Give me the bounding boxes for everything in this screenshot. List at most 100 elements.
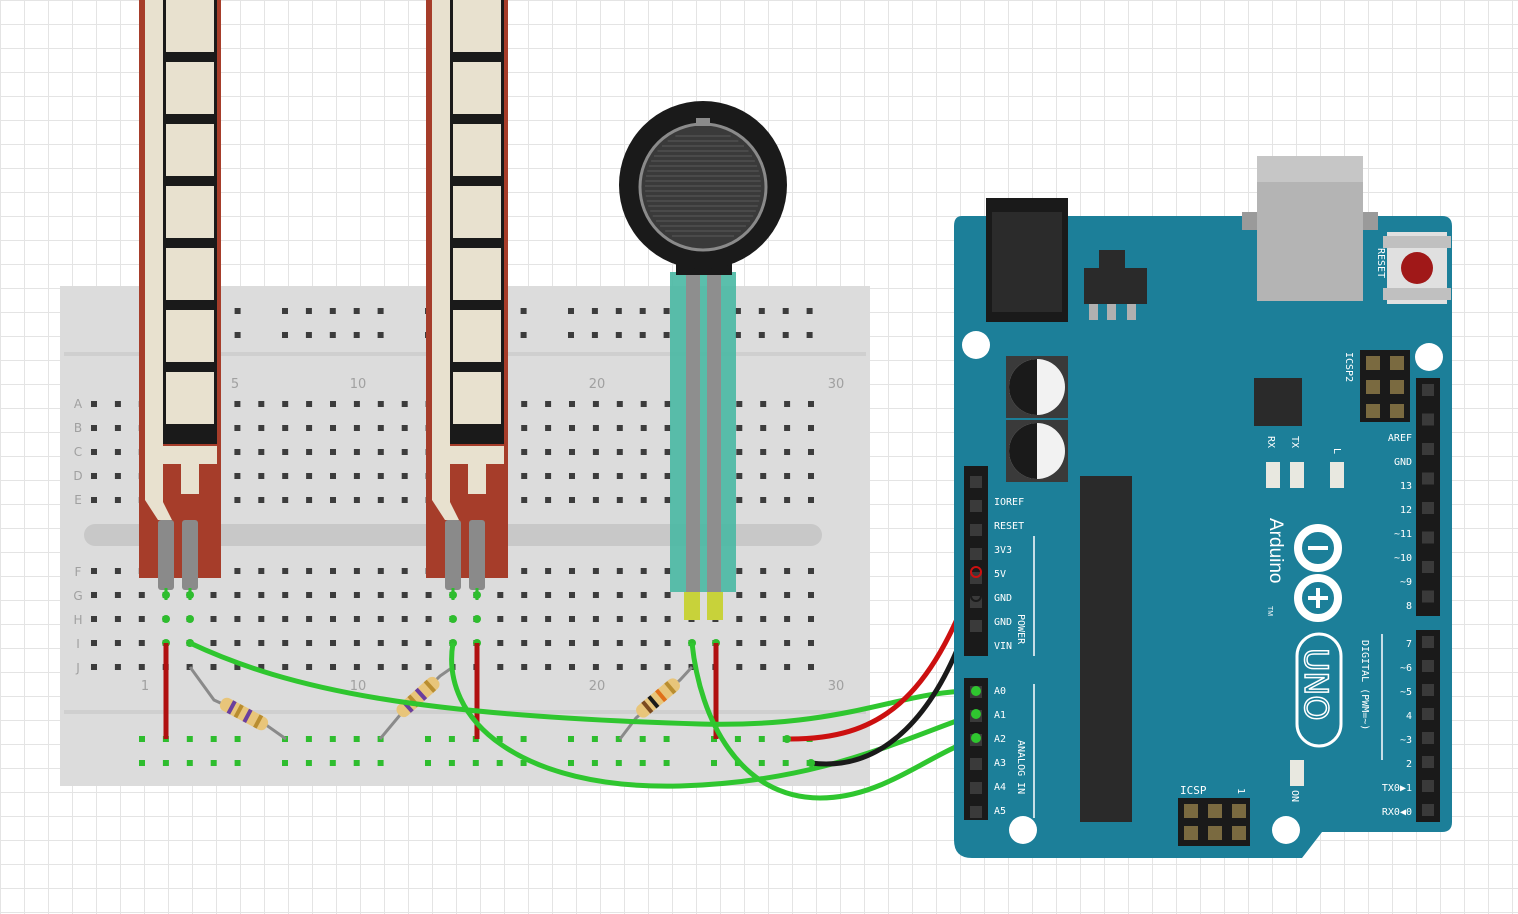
header-pin[interactable] [1422,636,1434,648]
breadboard-hole [91,664,97,670]
breadboard-hole [592,664,599,670]
breadboard-hole [616,616,623,622]
flex-sensor-2[interactable] [426,0,508,600]
rail-hole [734,308,741,314]
breadboard-hole [592,401,599,407]
breadboard-hole [569,640,575,646]
rail-hole [377,332,384,338]
breadboard-hole [330,640,336,646]
breadboard-hole [186,664,193,670]
header-pin[interactable] [970,806,982,818]
breadboard-hole [521,592,528,598]
resistor-3[interactable] [618,665,694,740]
breadboard-hole [234,592,241,598]
header-pin[interactable] [1422,590,1434,603]
force-sensor[interactable] [619,101,787,620]
breadboard-hole [306,449,313,455]
breadboard-hole [736,664,743,670]
fsr-sensing-lines [645,135,761,237]
breadboard-hole [521,425,528,431]
breadboard-hole [330,592,336,598]
header-pin[interactable] [970,548,982,560]
row-label-d: D [73,469,82,483]
breadboard-hole [234,473,241,479]
rail-hole [305,736,312,742]
header-pin[interactable] [1422,384,1434,396]
breadboard-hole [760,616,767,622]
rail-hole [782,332,789,338]
header-pin[interactable] [1422,443,1434,455]
capacitors [1006,356,1068,482]
breadboard-hole [808,664,814,670]
rail-hole [806,332,813,338]
header-pin[interactable] [1422,561,1434,573]
header-pin[interactable] [1422,708,1434,720]
rail-hole [305,332,312,338]
header-pin[interactable] [970,524,982,536]
header-pin[interactable] [970,476,982,488]
breadboard-hole [330,449,336,455]
breadboard-hole [330,568,336,574]
header-pin[interactable] [1422,684,1434,696]
mounting-hole [1009,816,1037,844]
breadboard-hole [736,449,743,455]
breadboard-hole [138,640,145,646]
breadboard-hole [736,640,743,646]
breadboard-hole [784,497,791,503]
mounting-hole [1415,343,1443,371]
breadboard-hole [114,568,121,574]
analog-pin-label: A2 [994,734,1006,745]
header-pin[interactable] [1422,413,1434,426]
breadboard-hole [353,640,360,646]
icsp-label: ICSP [1180,784,1207,797]
rail-hole [615,760,622,766]
breadboard-hole [282,425,289,431]
breadboard-hole [401,449,408,455]
header-pin[interactable] [970,500,982,512]
breadboard-hole [736,497,743,503]
header-pin[interactable] [1422,804,1434,816]
header-pin[interactable] [1422,732,1434,744]
breadboard-hole [569,473,575,479]
breadboard-hole [569,449,575,455]
on-label: ON [1289,790,1300,802]
breadboard-hole [234,401,241,407]
breadboard-hole [258,401,265,407]
rail-hole [568,736,574,742]
header-pin[interactable] [1422,531,1434,544]
breadboard-hole [664,568,671,574]
breadboard-hole [521,664,528,670]
breadboard-hole [664,497,671,503]
header-pin[interactable] [970,758,982,770]
header-pin[interactable] [1422,472,1434,485]
resistor-1[interactable] [188,666,287,741]
flex-sensor-1[interactable] [139,0,221,600]
breadboard-hole [784,449,791,455]
header-pin[interactable] [1422,502,1434,514]
reset-button[interactable] [1383,232,1451,304]
header-pin[interactable] [1422,780,1434,792]
breadboard-hole [569,497,575,503]
tx-label: TX [1289,436,1300,448]
digital-pin-label: 4 [1406,711,1412,722]
header-pin[interactable] [1422,756,1434,768]
header-pin[interactable] [970,782,982,794]
header-pin[interactable] [970,620,982,632]
breadboard-hole [377,473,384,479]
breadboard-hole [545,592,552,598]
breadboard-hole [282,449,289,455]
rail-hole [758,760,765,766]
breadboard-hole [114,401,121,407]
rail-hole [758,308,765,314]
rail-hole [377,308,384,314]
header-pin[interactable] [1422,660,1434,672]
breadboard-hole [258,664,265,670]
breadboard-hole [736,616,743,622]
breadboard-hole [91,473,97,479]
breadboard-hole [592,497,599,503]
breadboard-hole [258,568,265,574]
arduino-uno[interactable]: RESET ICSP2 RX TX L ON Arduino TM [954,156,1452,858]
breadboard-hole [353,592,360,598]
breadboard-hole [114,616,121,622]
